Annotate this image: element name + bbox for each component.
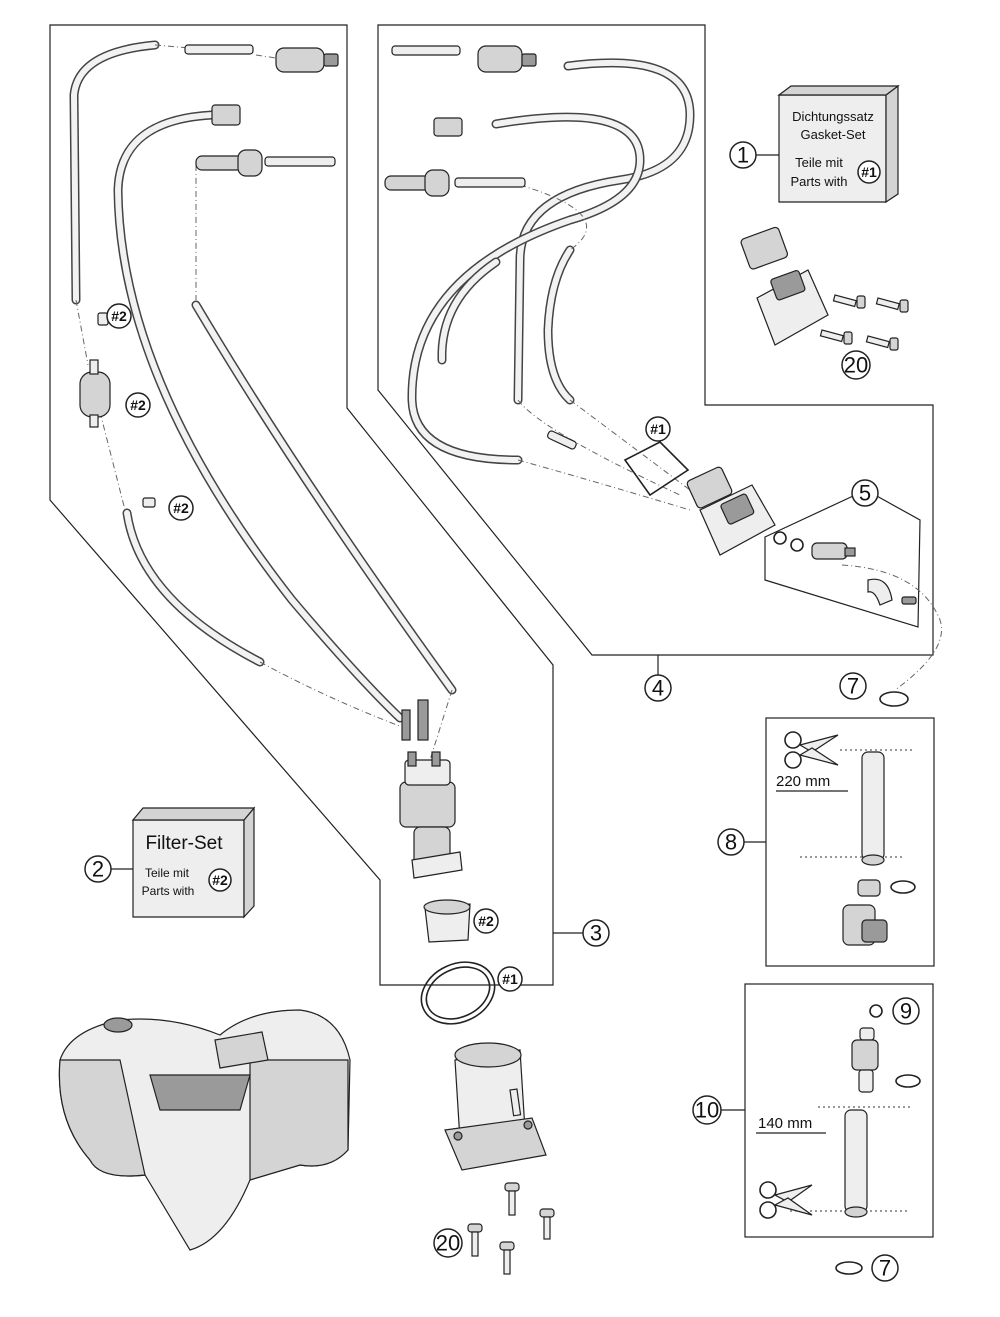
ref-flange-gasket: #1 [650,421,666,437]
dimension-220: 220 mm [776,773,830,790]
filter-set-parts-de: Teile mit [145,866,190,880]
callout-20-top-circle [841,350,871,380]
fuel-pump [399,699,463,879]
right-hose-connectors [384,45,577,450]
ref-clip-b: #2 [173,500,189,516]
callout-10: 10 [695,1098,719,1123]
callout-20-bottom: 20 [436,1231,460,1256]
hose-section-10 [844,1109,868,1218]
scissors-icon-8 [784,731,839,769]
ref-clip-a-circle [106,303,132,329]
callout-4-circle [644,674,672,702]
filter-set-box: Filter-Set Teile mit Parts with #2 [131,806,256,919]
mounting-screws-bottom [467,1088,555,1275]
gasket-set-box: Dichtungssatz Gasket-Set Teile mit Parts… [777,84,900,204]
hose-clamp-7-top [879,691,909,707]
ref-clip-b-circle [168,495,194,521]
callout-8: 8 [725,830,737,855]
callout-2-circle [84,855,112,883]
gasket-set-ref: #1 [861,164,877,180]
callout-7-top: 7 [847,674,859,699]
quick-connector-detail [773,531,917,606]
gasket-frame [623,441,690,497]
flange-assembly-top [740,226,829,346]
fuel-tank [58,1009,351,1251]
callout-7-top-circle [839,672,867,700]
callout-7-bottom: 7 [879,1256,891,1281]
callout-5-circle [851,479,879,507]
ref-clip-a: #2 [111,308,127,324]
quick-coupling-8 [842,879,916,946]
callout-1-circle [729,141,757,169]
frame-connector-detail-5 [764,489,921,628]
callout-1: 1 [737,143,749,168]
oring-9 [869,1004,883,1018]
ref-strainer: #2 [478,913,494,929]
gasket-set-title-en: Gasket-Set [800,127,865,142]
ref-flange-gasket-circle [645,416,671,442]
connector-fitting-10 [851,1027,921,1093]
callout-3: 3 [590,921,602,946]
pump-flange [444,1042,547,1171]
ref-filter-circle [125,392,151,418]
hose-clamp-7-bottom [835,1261,863,1275]
left-fuel-hoses [69,40,457,761]
left-hose-connectors [184,44,339,177]
frame-left-group [49,24,554,986]
right-fuel-hoses [407,58,942,691]
callout-20-top: 20 [844,353,868,378]
frame-right-group [377,24,934,656]
scissors-icon-10 [759,1181,813,1219]
gasket-set-parts-en: Parts with [790,174,847,189]
callout-2: 2 [92,857,104,882]
gasket-set-parts-de: Teile mit [795,155,843,170]
mounting-screws-top [819,294,909,351]
ref-oring: #1 [502,971,518,987]
filter-set-title: Filter-Set [145,833,223,854]
hose-section-8 [861,751,885,866]
dimension-140: 140 mm [758,1115,812,1132]
ref-oring-circle [497,966,523,992]
fuel-filter [79,359,111,428]
ref-strainer-circle [473,908,499,934]
callout-4: 4 [652,676,664,701]
callout-9: 9 [900,999,912,1024]
filter-set-ref: #2 [212,872,228,888]
callout-9-circle [892,997,920,1025]
gasket-set-title-de: Dichtungssatz [792,109,874,124]
callout-7-bottom-circle [871,1254,899,1282]
filter-set-parts-en: Parts with [142,884,195,898]
callout-8-circle [717,828,745,856]
hose-clip-b [142,497,156,508]
callout-10-circle [692,1095,722,1125]
pump-oring [420,961,496,1025]
tank-flange-connector [686,466,776,556]
ref-filter: #2 [130,397,146,413]
callout-3-circle [582,919,610,947]
callout-5: 5 [859,481,871,506]
callout-20-bottom-circle [433,1228,463,1258]
fuel-strainer [423,899,471,943]
